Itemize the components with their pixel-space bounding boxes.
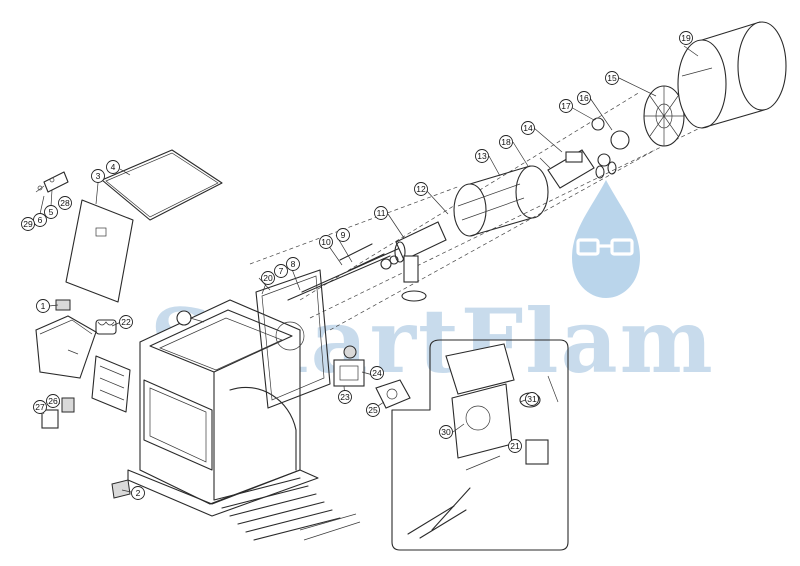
cover-plate [101, 149, 223, 221]
callout-9: 9 [336, 228, 350, 242]
svg-text:26: 26 [48, 396, 58, 406]
svg-text:22: 22 [121, 317, 131, 327]
callout-31: 31 [525, 392, 539, 406]
burner-housing [127, 269, 331, 517]
electrode-rods [287, 243, 401, 301]
svg-text:8: 8 [291, 259, 296, 269]
inset-detail [391, 339, 569, 551]
clip-part-2 [111, 479, 131, 499]
svg-text:27: 27 [35, 402, 45, 412]
callout-24: 24 [370, 366, 384, 380]
side-panel [65, 199, 134, 303]
svg-text:29: 29 [23, 219, 33, 229]
svg-text:20: 20 [263, 273, 273, 283]
svg-text:3: 3 [96, 171, 101, 181]
louver-bracket [91, 355, 131, 413]
svg-text:15: 15 [607, 73, 617, 83]
callout-2: 2 [131, 486, 145, 500]
callout-3: 3 [91, 169, 105, 183]
base-grill [213, 477, 361, 541]
svg-text:25: 25 [368, 405, 378, 415]
svg-text:12: 12 [416, 184, 426, 194]
callout-29: 29 [21, 217, 35, 231]
gas-valve [333, 345, 365, 387]
svg-text:11: 11 [377, 208, 386, 218]
callout-13: 13 [475, 149, 489, 163]
connector-part-1 [55, 299, 71, 311]
pump-fitting [375, 379, 411, 409]
svg-text:5: 5 [49, 207, 54, 217]
callout-16: 16 [577, 91, 591, 105]
callout-8: 8 [286, 257, 300, 271]
callout-17: 17 [559, 99, 573, 113]
mixing-tube [380, 221, 447, 302]
svg-text:30: 30 [441, 427, 451, 437]
callout-14: 14 [521, 121, 535, 135]
svg-text:18: 18 [501, 137, 511, 147]
callout-27: 27 [33, 400, 47, 414]
callout-21: 21 [508, 439, 522, 453]
callout-bubbles: 1 2 3 4 5 6 7 8 9 10 11 12 13 14 15 16 1… [21, 31, 693, 500]
callout-26: 26 [46, 394, 60, 408]
svg-text:19: 19 [681, 33, 691, 43]
outer-tube [677, 21, 787, 129]
callout-1: 1 [36, 299, 50, 313]
svg-text:28: 28 [60, 198, 70, 208]
callout-12: 12 [414, 182, 428, 196]
combustion-head [539, 117, 630, 189]
callout-11: 11 [374, 206, 388, 220]
svg-text:21: 21 [510, 441, 520, 451]
callout-10: 10 [319, 235, 333, 249]
callout-20: 20 [261, 271, 275, 285]
callout-18: 18 [499, 135, 513, 149]
callout-7: 7 [274, 264, 288, 278]
relay-27-26 [41, 397, 75, 429]
svg-text:16: 16 [579, 93, 589, 103]
sight-glass [176, 310, 205, 326]
blast-tube [453, 165, 549, 237]
mounting-bracket-small [35, 171, 69, 193]
callout-22: 22 [119, 315, 133, 329]
watermark-drop-icon [572, 180, 640, 298]
svg-text:24: 24 [372, 368, 382, 378]
svg-text:17: 17 [561, 101, 571, 111]
svg-text:10: 10 [321, 237, 331, 247]
coil-part-22 [95, 319, 117, 335]
svg-text:4: 4 [111, 162, 116, 172]
control-box [35, 315, 97, 379]
callout-19: 19 [679, 31, 693, 45]
svg-text:9: 9 [341, 230, 346, 240]
swirl-disc [643, 85, 685, 147]
callout-15: 15 [605, 71, 619, 85]
callout-23: 23 [338, 390, 352, 404]
svg-text:31: 31 [527, 394, 537, 404]
callout-6: 6 [33, 213, 47, 227]
callout-28: 28 [58, 196, 72, 210]
svg-text:13: 13 [477, 151, 487, 161]
callout-4: 4 [106, 160, 120, 174]
svg-text:7: 7 [279, 266, 284, 276]
svg-text:23: 23 [340, 392, 350, 402]
svg-text:2: 2 [136, 488, 141, 498]
callout-30: 30 [439, 425, 453, 439]
callout-5: 5 [44, 205, 58, 219]
callout-25: 25 [366, 403, 380, 417]
svg-text:6: 6 [38, 215, 43, 225]
svg-text:14: 14 [523, 123, 533, 133]
svg-text:1: 1 [41, 301, 46, 311]
